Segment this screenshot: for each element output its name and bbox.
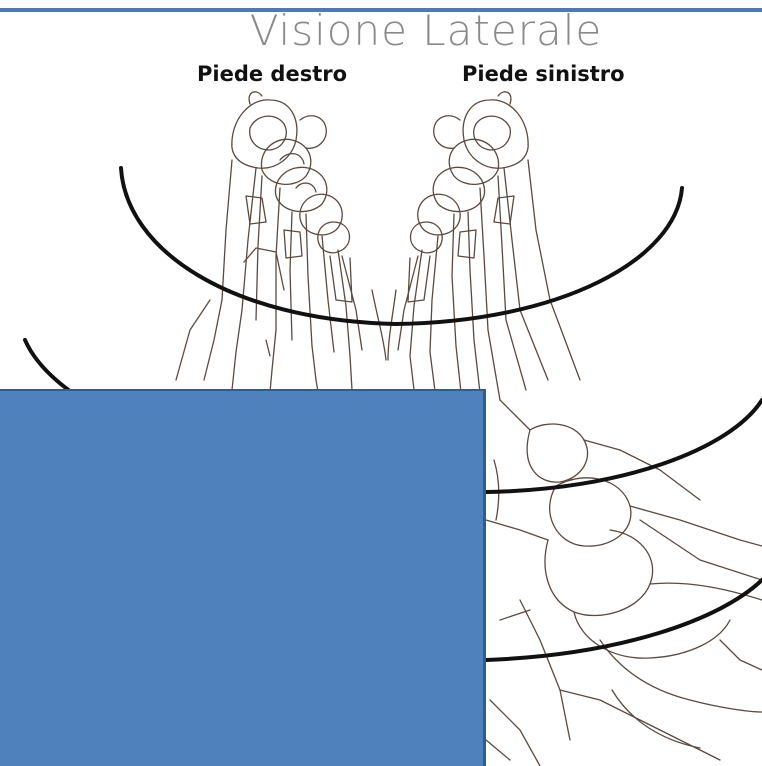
arch-curve-upper	[121, 168, 682, 324]
arch-curve-lower	[486, 580, 762, 660]
overlay-box	[0, 389, 486, 766]
